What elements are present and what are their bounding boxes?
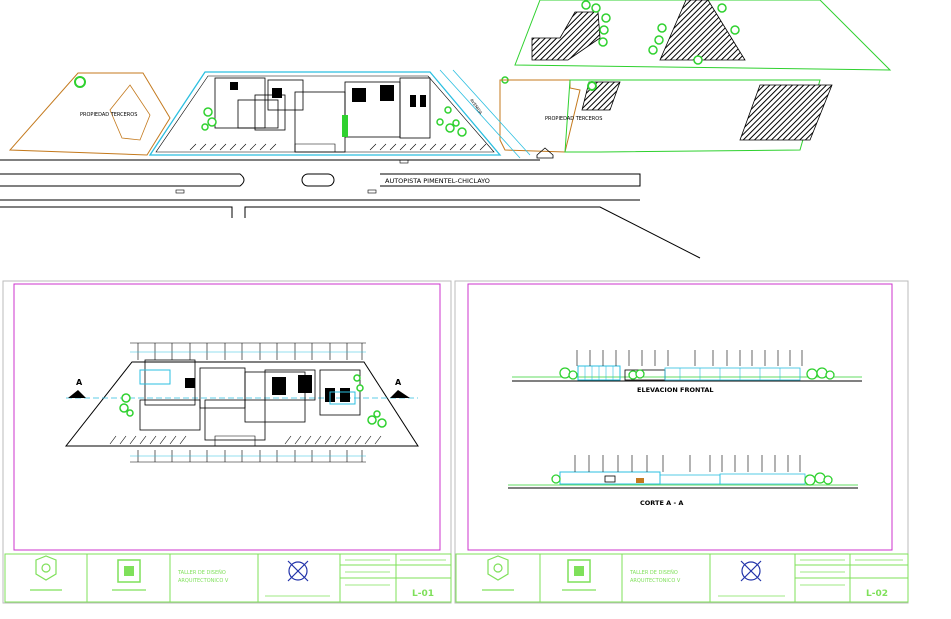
section-mark-left: A xyxy=(76,378,83,387)
site-plan: PROPIEDAD TERCEROS PROPIEDAD TERCEROS xyxy=(0,0,892,259)
section-a-a xyxy=(508,455,858,489)
property-left xyxy=(8,72,171,156)
sheet-1: A A TALLER DE DISEÑO ARQUITECTONICO V xyxy=(2,280,452,604)
sheet-2-emblem-icon xyxy=(740,560,762,582)
road-marker xyxy=(399,159,409,164)
highway-label: AUTOPISTA PIMENTEL-CHICLAYO xyxy=(385,177,490,185)
sheet-1-title-block xyxy=(4,553,452,603)
building-plan xyxy=(214,77,431,153)
section-title: CORTE A - A xyxy=(640,499,683,507)
front-elevation xyxy=(512,350,862,382)
sheet-1-course-line-2: ARQUITECTONICO V xyxy=(178,578,229,584)
sheet-1-grid-axes-top xyxy=(130,342,366,360)
site-boundary xyxy=(148,71,502,156)
sheet-1-outer-border xyxy=(2,280,452,604)
section-arrow-right xyxy=(390,390,410,398)
parking-rows xyxy=(189,143,487,152)
avenue-right xyxy=(439,69,531,159)
sheet-2-title-block xyxy=(455,553,909,603)
property-left-label: PROPIEDAD TERCEROS xyxy=(80,112,137,118)
faculty-logo-icon xyxy=(562,559,596,591)
trees-site xyxy=(201,106,467,137)
sheet-2-outer-border xyxy=(454,280,909,604)
small-house-icon xyxy=(536,147,554,159)
upper-right-lot xyxy=(514,0,892,71)
site-boundary-inner xyxy=(155,75,495,153)
road-marker xyxy=(175,189,185,194)
sheet-1-frame xyxy=(13,283,441,551)
building-dark-blocks xyxy=(230,82,426,107)
hatched-block-4 xyxy=(739,84,833,141)
sheet-1-cyan-blocks xyxy=(139,369,356,405)
sheet-2-course-line-2: ARQUITECTONICO V xyxy=(630,578,681,584)
property-left-inner xyxy=(109,84,151,141)
sheet-2-number: L-02 xyxy=(866,589,888,599)
sheet-1-site-boundary xyxy=(64,361,419,447)
section-arrow-left xyxy=(68,390,86,398)
tree-right-property xyxy=(587,81,597,91)
hatched-block-2 xyxy=(659,0,746,61)
tree-left-property xyxy=(74,76,86,88)
sheet-2-course-line-1: TALLER DE DISEÑO xyxy=(629,569,678,576)
sheet-2-frame xyxy=(467,283,893,551)
sheet-1-emblem-icon xyxy=(287,560,309,582)
sheet-2: ELEVACION FRONTAL xyxy=(454,280,909,604)
hatched-block-1 xyxy=(531,11,601,61)
green-block xyxy=(342,115,348,137)
sheet-1-trees xyxy=(119,374,387,428)
avenue-label: AVENIDA xyxy=(469,98,483,116)
sheet-1-course-line-1: TALLER DE DISEÑO xyxy=(177,569,226,576)
faculty-logo-icon xyxy=(112,559,146,591)
road-marker xyxy=(367,189,377,194)
property-right-label: PROPIEDAD TERCEROS xyxy=(545,116,602,122)
property-right-lot xyxy=(564,79,821,153)
elevation-title: ELEVACION FRONTAL xyxy=(637,386,714,394)
university-logo-icon xyxy=(482,555,514,591)
sheet-2-info-lines xyxy=(718,559,903,597)
sheet-1-parking xyxy=(109,435,382,446)
highway xyxy=(0,159,701,259)
section-mark-right: A xyxy=(395,378,402,387)
sheet-1-number: L-01 xyxy=(412,589,434,599)
sheet-1-info-lines xyxy=(265,559,446,597)
university-logo-icon xyxy=(30,555,62,591)
